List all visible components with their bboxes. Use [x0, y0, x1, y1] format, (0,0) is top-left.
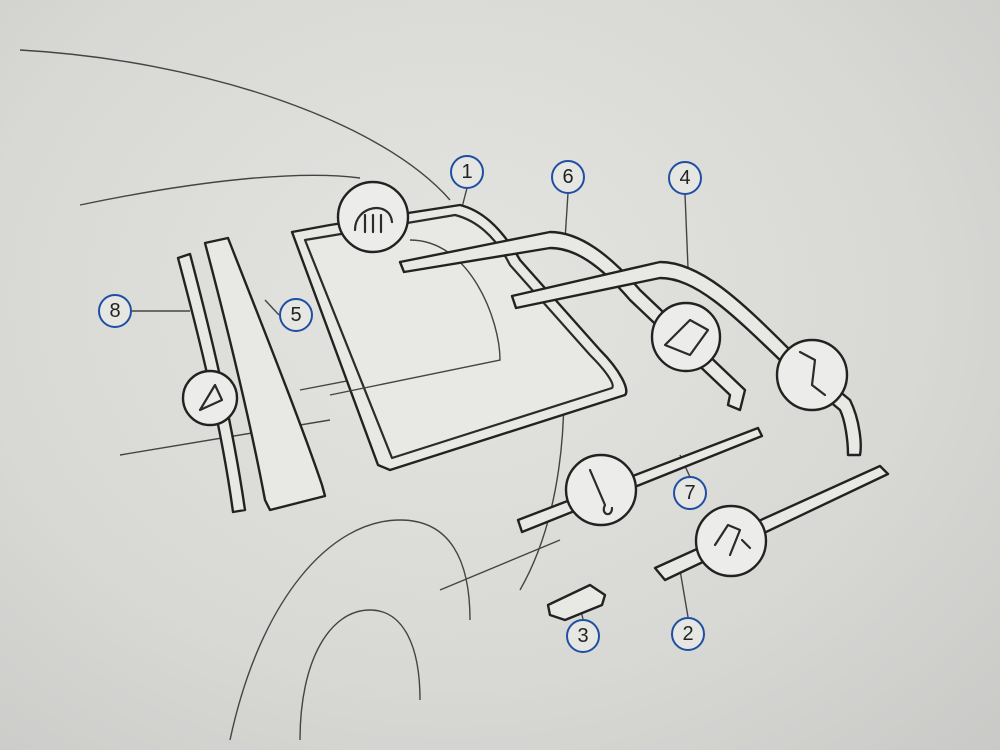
car-body-outline — [19, 49, 565, 741]
callout-7: 7 — [673, 476, 707, 510]
part-5-pillar-trim — [203, 236, 327, 512]
callout-6: 6 — [551, 160, 585, 194]
part-3-clip — [546, 583, 607, 622]
part-6-roof-strip — [398, 230, 747, 412]
callout-8: 8 — [98, 294, 132, 328]
callout-5: 5 — [279, 298, 313, 332]
callout-2: 2 — [671, 617, 705, 651]
callout-4: 4 — [668, 161, 702, 195]
callout-3: 3 — [566, 619, 600, 653]
callout-1: 1 — [450, 155, 484, 189]
part-1-window-seal — [290, 203, 628, 472]
detail-circles — [181, 180, 849, 578]
